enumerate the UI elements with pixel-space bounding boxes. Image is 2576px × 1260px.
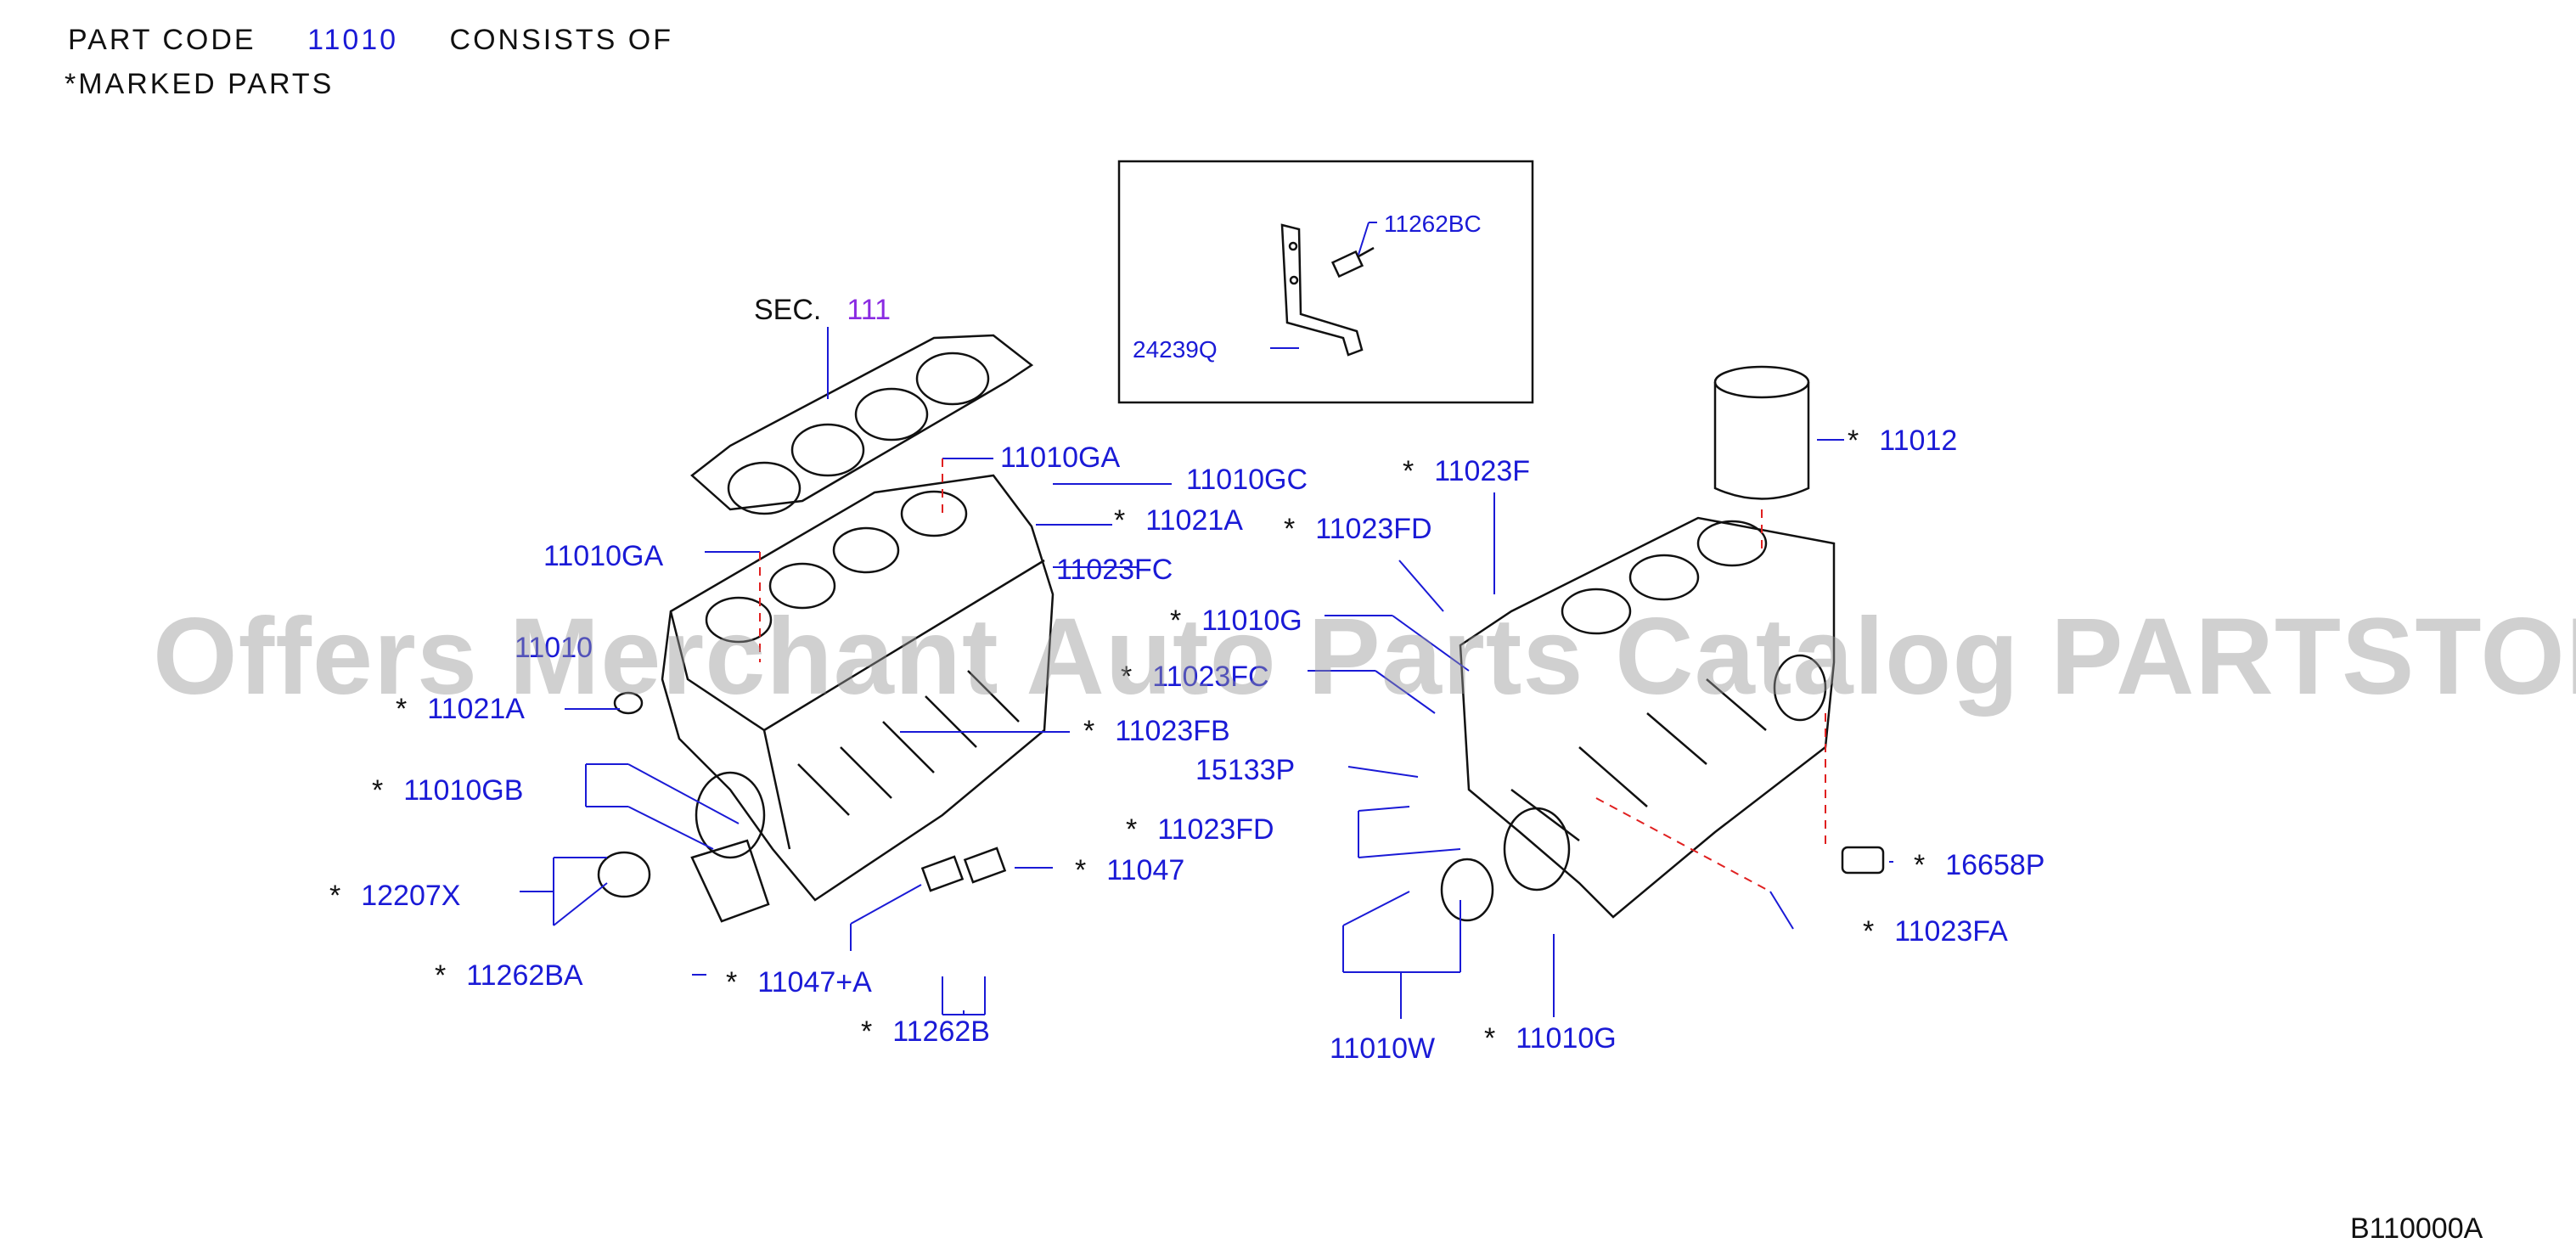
callout-item[interactable]: 11023FC	[1056, 554, 1173, 586]
section-number[interactable]: 111	[846, 294, 891, 326]
marked-star: *	[1284, 513, 1296, 545]
section-label: SEC.	[754, 294, 822, 326]
callout-item[interactable]: *11262B	[861, 1015, 990, 1048]
callout-item[interactable]: *11023F	[1403, 455, 1531, 487]
marked-star: *	[435, 959, 447, 992]
callout-item[interactable]: 11010W	[1330, 1032, 1436, 1065]
marked-star: *	[1914, 849, 1926, 881]
marked-star: *	[1484, 1022, 1496, 1055]
header-line-2: *MARKED PARTS	[65, 68, 335, 100]
callout-item[interactable]: *11023FD	[1126, 813, 1274, 846]
callout-24239Q[interactable]: 24239Q	[1133, 336, 1218, 363]
callout-item[interactable]: 11010	[515, 632, 593, 664]
inset-box	[1117, 160, 1534, 404]
callout-item[interactable]: *11023FD	[1284, 513, 1432, 545]
callout-item[interactable]: *11262BA	[435, 959, 583, 992]
callout-item[interactable]: *11021A	[396, 693, 525, 725]
header-line-1: PART CODE 11010 CONSISTS OF	[68, 24, 673, 57]
header-part-code[interactable]: 11010	[307, 24, 399, 56]
marked-star: *	[396, 693, 408, 725]
header-prefix: PART CODE	[68, 24, 256, 56]
marked-star: *	[1114, 504, 1126, 537]
callout-item[interactable]: *11023FA	[1863, 915, 2008, 948]
callout-item[interactable]: *11023FC	[1121, 661, 1269, 693]
callout-item[interactable]: *12207X	[329, 880, 461, 912]
marked-star: *	[1863, 915, 1875, 948]
cylinder-liner	[1713, 365, 1810, 399]
callout-item[interactable]: 15133P	[1195, 754, 1296, 786]
marked-star: *	[1403, 455, 1415, 487]
callout-item[interactable]: *11010G	[1170, 605, 1302, 637]
callout-item[interactable]: 11010GC	[1186, 464, 1308, 496]
marked-star: *	[372, 774, 384, 807]
marked-star: *	[1083, 715, 1095, 747]
section-reference[interactable]: SEC. 111	[754, 294, 891, 327]
marked-star: *	[861, 1015, 873, 1048]
marked-star: *	[1170, 605, 1182, 637]
callout-item[interactable]: 11010GA	[543, 540, 664, 572]
header-suffix: CONSISTS OF	[449, 24, 674, 56]
callout-item[interactable]: *11047	[1075, 854, 1185, 886]
diagram-reference: B110000A	[2350, 1212, 2483, 1245]
marked-star: *	[1075, 854, 1087, 886]
left-block	[661, 474, 1055, 902]
callout-item[interactable]: *11010GB	[372, 774, 524, 807]
bracket-shape	[1280, 223, 1364, 357]
callout-item[interactable]: *16658P	[1914, 849, 2045, 881]
callout-item[interactable]: *11012	[1848, 425, 1958, 457]
callout-item[interactable]: *11023FB	[1083, 715, 1230, 747]
marked-star: *	[726, 966, 738, 998]
callout-item[interactable]: *11047+A	[726, 966, 872, 998]
marked-star: *	[1848, 425, 1859, 457]
callout-item[interactable]: *11010G	[1484, 1022, 1617, 1055]
marked-star: *	[1126, 813, 1138, 846]
callout-item[interactable]: *11010GA	[1000, 442, 1121, 474]
head-gasket	[690, 334, 1034, 511]
callout-11262BC[interactable]: 11262BC	[1384, 211, 1482, 237]
marked-star: *	[1121, 661, 1133, 693]
marked-star: *	[329, 880, 341, 912]
watermark: Offers Merchant Auto Parts Catalog PARTS…	[153, 596, 2576, 717]
callout-item[interactable]: *11021A	[1114, 504, 1243, 537]
